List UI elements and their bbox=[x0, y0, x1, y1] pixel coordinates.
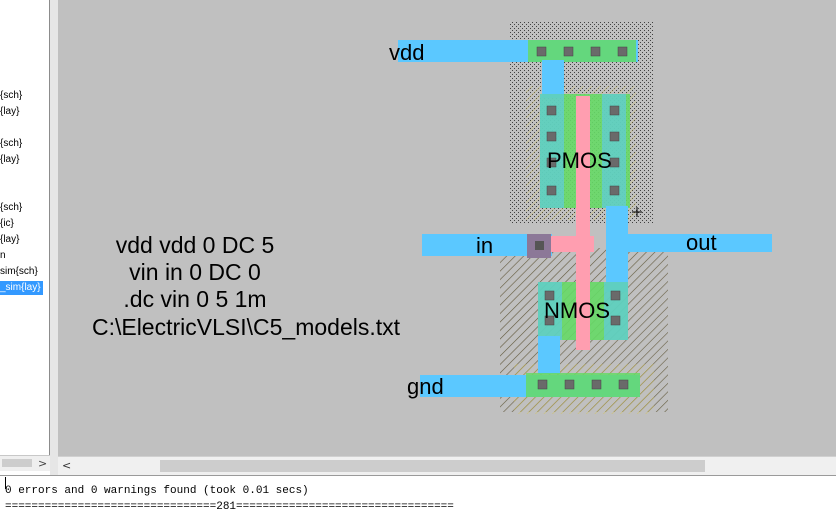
layout-canvas[interactable]: vdd gnd in out PMOS NMOS vdd vdd 0 DC 5 … bbox=[58, 0, 836, 456]
nmos-gate-poly bbox=[576, 278, 590, 350]
scrollbar-thumb[interactable] bbox=[2, 459, 32, 467]
message-line: ================================281=====… bbox=[5, 501, 454, 513]
tree-item[interactable]: {lay} bbox=[0, 106, 20, 117]
scroll-right-icon[interactable]: > bbox=[38, 457, 48, 470]
tree-item[interactable]: {sch} bbox=[0, 202, 23, 213]
layout-drawing: vdd gnd in out PMOS NMOS vdd vdd 0 DC 5 … bbox=[92, 22, 772, 414]
tree-item[interactable]: n bbox=[0, 250, 6, 261]
cursor-crosshair bbox=[632, 207, 642, 217]
pmos-gate-poly bbox=[576, 96, 590, 218]
panel-divider[interactable] bbox=[50, 0, 58, 475]
spice-line-4: C:\ElectricVLSI\C5_models.txt bbox=[92, 314, 401, 340]
messages-window[interactable]: 0 errors and 0 warnings found (took 0.01… bbox=[0, 475, 836, 515]
out-metal-bar bbox=[606, 234, 772, 252]
vdd-label: vdd bbox=[389, 40, 424, 65]
scrollbar-thumb[interactable] bbox=[160, 460, 705, 472]
in-label: in bbox=[476, 233, 493, 258]
gnd-label: gnd bbox=[407, 374, 444, 399]
tree-item[interactable]: {sch} bbox=[0, 138, 23, 149]
vdd-strap bbox=[542, 60, 564, 98]
spice-line-2: vin in 0 DC 0 bbox=[129, 259, 261, 285]
spice-line-1: vdd vdd 0 DC 5 bbox=[116, 232, 275, 258]
explorer-panel: {sch} {lay} {sch} {lay} {sch} {ic} {lay}… bbox=[0, 0, 50, 455]
in-metal-bar bbox=[422, 234, 552, 256]
nmos-gnd-strap bbox=[538, 336, 560, 374]
contact-cuts bbox=[536, 46, 629, 390]
tree-item[interactable]: {lay} bbox=[0, 154, 20, 165]
out-drain-strap bbox=[606, 206, 628, 292]
in-contact-cut bbox=[535, 241, 544, 250]
tree-item-selected[interactable]: _sim{lay} bbox=[0, 281, 43, 295]
scroll-left-icon[interactable]: < bbox=[62, 459, 72, 472]
tree-item[interactable]: {ic} bbox=[0, 218, 14, 229]
tree-item[interactable]: sim{sch} bbox=[0, 266, 38, 277]
canvas-horizontal-scrollbar[interactable]: < bbox=[58, 456, 836, 475]
vdd-active bbox=[528, 40, 636, 62]
nmos-label: NMOS bbox=[544, 298, 610, 323]
pmos-label: PMOS bbox=[547, 148, 612, 173]
tree-item[interactable]: {lay} bbox=[0, 234, 20, 245]
text-caret bbox=[5, 477, 6, 489]
tree-item[interactable]: {sch} bbox=[0, 90, 23, 101]
message-line: 0 errors and 0 warnings found (took 0.01… bbox=[5, 485, 309, 497]
out-label: out bbox=[686, 230, 717, 255]
explorer-horizontal-scrollbar[interactable]: > bbox=[0, 455, 50, 471]
spice-line-3: .dc vin 0 5 1m bbox=[123, 286, 266, 312]
